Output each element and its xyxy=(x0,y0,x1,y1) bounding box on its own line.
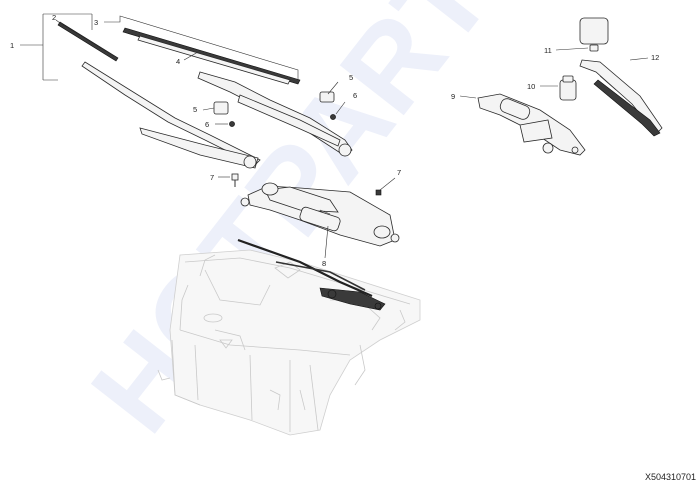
callout-12: 12 xyxy=(651,53,659,62)
callout-2: 2 xyxy=(52,13,56,22)
nut-left xyxy=(229,121,235,127)
callout-3: 3 xyxy=(94,18,98,27)
callout-10: 10 xyxy=(527,82,535,91)
rear-wiper-motor xyxy=(477,93,586,156)
rear-grommet xyxy=(559,75,577,101)
rear-arm-cap xyxy=(589,44,599,52)
nut-right xyxy=(330,114,336,120)
arm-cap-left xyxy=(213,101,229,115)
callout-11: 11 xyxy=(544,46,552,55)
callout-4: 4 xyxy=(176,57,180,66)
front-wiper-blade-short xyxy=(57,21,119,62)
diagram-reference-code: X504310701 xyxy=(644,472,696,482)
callout-8: 8 xyxy=(322,259,326,268)
callout-6-right: 6 xyxy=(353,91,357,100)
front-wiper-arm-left xyxy=(81,61,261,169)
bolt-right xyxy=(375,189,382,196)
rear-wiper-arm-blade xyxy=(579,59,663,137)
group-1-bracket xyxy=(20,13,92,81)
bolt-left xyxy=(231,173,239,187)
rear-arm-cover xyxy=(579,17,609,45)
callout-7-left: 7 xyxy=(210,173,214,182)
callout-5-right: 5 xyxy=(349,73,353,82)
arm-cap-right xyxy=(319,91,335,103)
front-wiper-arm-right xyxy=(197,71,353,157)
front-wiper-blade-long xyxy=(122,27,301,85)
callout-9: 9 xyxy=(451,92,455,101)
callout-6-left: 6 xyxy=(205,120,209,129)
callout-1: 1 xyxy=(10,41,14,50)
front-wiper-linkage xyxy=(240,182,400,247)
callout-7-right: 7 xyxy=(397,168,401,177)
installed-wiper-assembly xyxy=(237,238,386,311)
callout-5-left: 5 xyxy=(193,105,197,114)
group-3-bracket xyxy=(104,15,299,80)
